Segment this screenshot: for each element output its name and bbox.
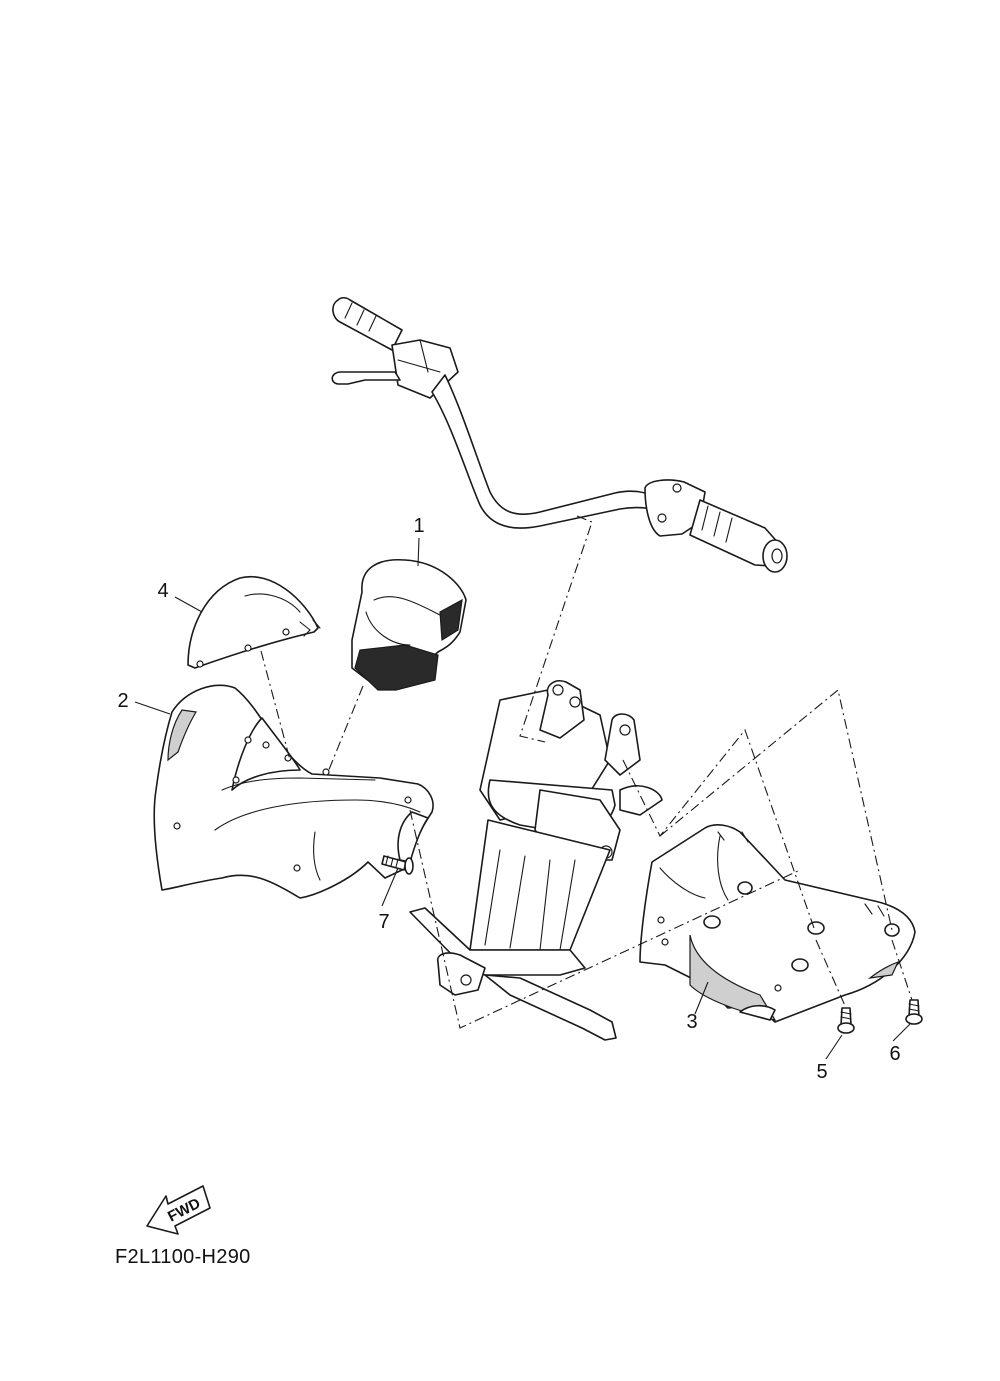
figure-code: F2L1100-H290 [115,1246,251,1268]
part-7-screw [381,855,414,875]
handlebar [331,296,788,573]
assembly-lines [260,515,913,1029]
callout-7: 7 [378,911,390,933]
part-5-screw [837,1007,855,1034]
callout-4: 4 [157,580,169,602]
callout-1: 1 [413,515,425,537]
steering-column [409,680,663,1041]
callout-5: 5 [816,1061,828,1083]
part-3-lower-cover [639,823,916,1023]
callout-2: 2 [117,690,129,712]
part-1-handle-cover [351,558,467,691]
part-4-visor [187,575,321,669]
leader-lines [134,537,911,1060]
callout-6: 6 [889,1043,901,1065]
callout-3: 3 [686,1011,698,1033]
part-6-screw [905,999,923,1025]
fwd-arrow-icon: FWD [146,1185,211,1235]
